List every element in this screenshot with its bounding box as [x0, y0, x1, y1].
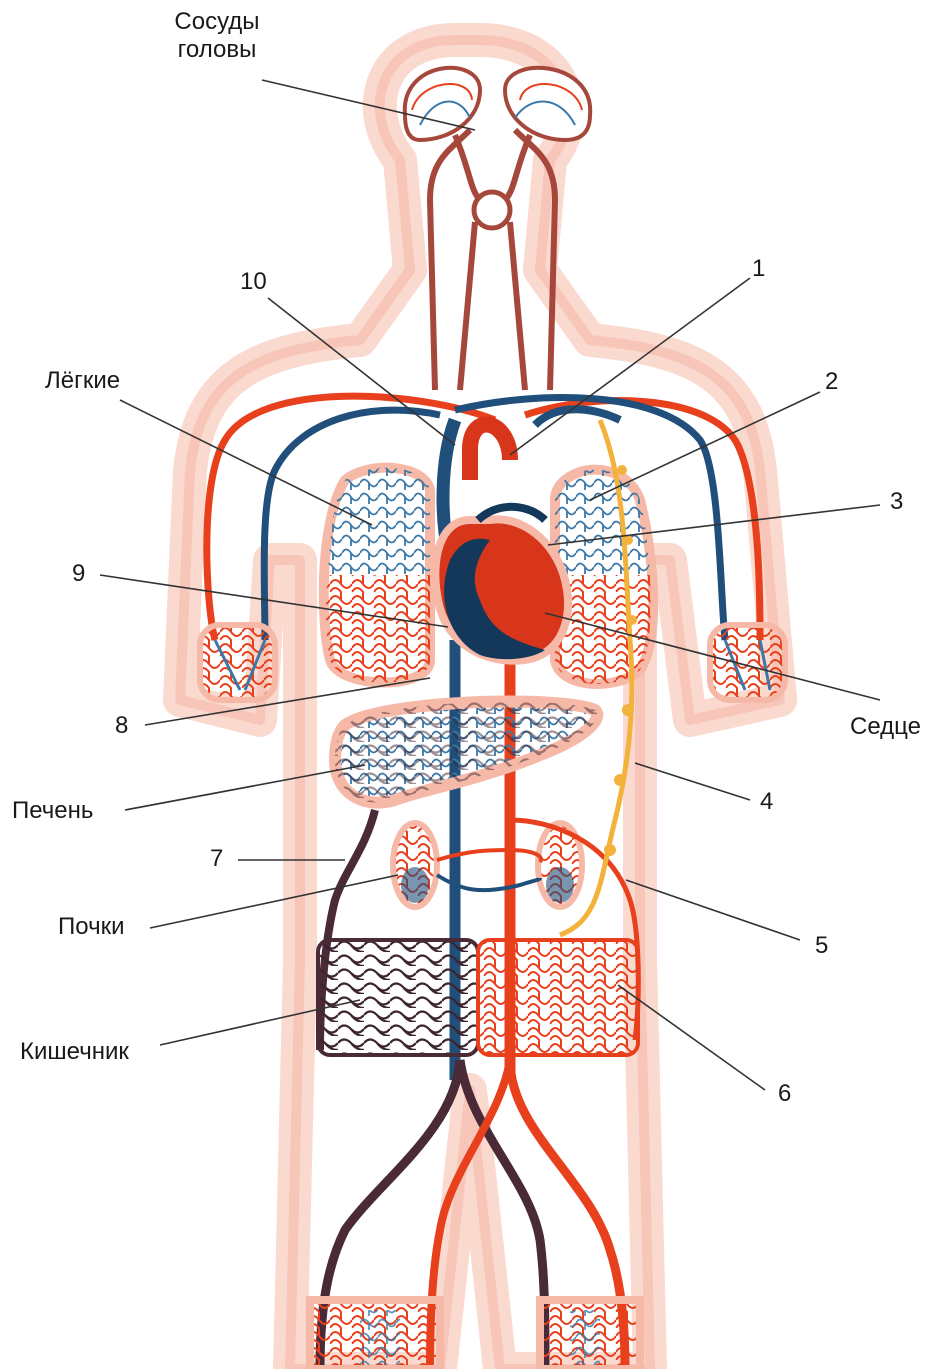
label-intestine: Кишечник [20, 1038, 129, 1066]
label-5: 5 [815, 932, 828, 960]
label-lungs: Лёгкие [45, 367, 120, 395]
label-6: 6 [778, 1080, 791, 1108]
label-4: 4 [760, 788, 773, 816]
label-heart: Седце [850, 713, 921, 741]
label-8: 8 [115, 712, 128, 740]
label-kidneys: Почки [58, 913, 124, 941]
kidneys [393, 823, 582, 907]
label-9: 9 [72, 560, 85, 588]
leader-liver [125, 765, 365, 810]
label-2: 2 [825, 368, 838, 396]
label-10: 10 [240, 268, 267, 296]
label-head-vessels: Сосуды головы [162, 8, 272, 64]
label-liver: Печень [12, 797, 93, 825]
label-7: 7 [210, 845, 223, 873]
intestine [318, 820, 638, 1055]
label-head-vessels-line1: Сосуды [162, 8, 272, 36]
label-1: 1 [752, 255, 765, 283]
heart [435, 507, 568, 661]
head-vessels [405, 68, 590, 390]
leader-2 [590, 392, 820, 500]
label-head-vessels-line2: головы [162, 36, 272, 64]
liver [335, 702, 597, 803]
leader-kidneys [150, 875, 398, 928]
label-3: 3 [890, 488, 903, 516]
